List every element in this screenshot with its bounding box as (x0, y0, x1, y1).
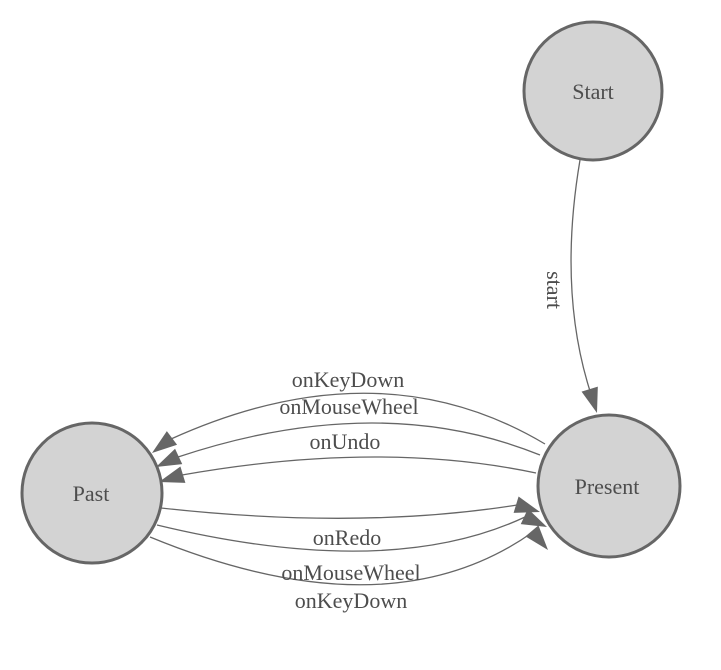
node-start: Start (522, 20, 664, 162)
node-past-label: Past (73, 481, 110, 506)
arrowhead-into-past-2 (156, 448, 183, 467)
edge-past-to-present-onmousewheel (156, 516, 526, 552)
edge-past-to-present-onkeydown (149, 531, 534, 586)
edge-label-group: start onKeyDown onMouseWheel onUndo onRe… (279, 271, 567, 613)
arrowhead-into-past-3 (159, 466, 186, 483)
edge-label-onmousewheel-bottom: onMouseWheel (281, 560, 420, 585)
edge-group (149, 159, 591, 586)
edge-label-onredo: onRedo (313, 525, 381, 550)
node-start-circle (522, 20, 664, 162)
arrowhead-into-present-1 (513, 496, 540, 513)
node-past-circle (20, 421, 164, 565)
arrowhead-into-past-1 (152, 431, 178, 453)
node-present-label: Present (575, 474, 640, 499)
edge-present-to-past-onkeydown (170, 392, 546, 445)
node-past: Past (20, 421, 164, 565)
arrowhead-into-present-3 (525, 525, 548, 550)
arrowhead-start-edge (581, 386, 598, 413)
edge-label-onmousewheel-top: onMouseWheel (279, 394, 418, 419)
edge-past-to-present-onredo (160, 504, 518, 519)
edge-start-to-present (570, 159, 591, 392)
arrowhead-into-present-2 (520, 508, 547, 527)
edge-label-onundo: onUndo (310, 429, 381, 454)
node-present: Present (536, 413, 682, 559)
node-present-circle (536, 413, 682, 559)
edge-label-onkeydown-top: onKeyDown (292, 367, 404, 392)
edge-label-onkeydown-bottom: onKeyDown (295, 588, 407, 613)
edge-present-to-past-onundo (181, 456, 537, 476)
edge-present-to-past-onmousewheel (177, 422, 541, 458)
node-start-label: Start (572, 79, 614, 104)
edge-label-start: start (542, 271, 567, 309)
arrowhead-group (152, 386, 598, 550)
